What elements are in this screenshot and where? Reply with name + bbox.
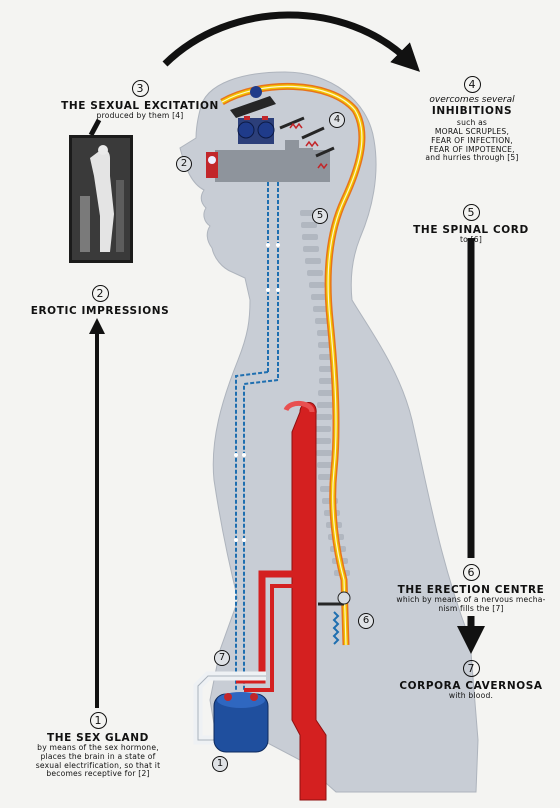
label-corpora-cavernosa: 7 CORPORA CAVERNOSA with blood. <box>398 658 544 701</box>
label-erection-centre: 6 THE ERECTION CENTRE which by means of … <box>388 562 554 614</box>
label-6-line-2: nism fills the [7] <box>388 605 554 614</box>
label-1-line-4: becomes receptive for [2] <box>22 770 174 779</box>
label-4-pre: overcomes several <box>392 95 552 105</box>
label-7-sub: with blood. <box>398 692 544 701</box>
figure-marker-6: 6 <box>358 613 374 629</box>
label-sex-gland: 1 THE SEX GLAND by means of the sex horm… <box>22 710 174 779</box>
figure-marker-7: 7 <box>214 650 230 666</box>
label-sexual-excitation: 3 THE SEXUAL EXCITATION produced by them… <box>55 78 225 121</box>
label-4-line-5: and hurries through [5] <box>392 154 552 163</box>
label-5-sub: to [6] <box>398 236 544 245</box>
label-1-number: 1 <box>90 712 107 729</box>
erotic-picture <box>69 135 133 263</box>
figure-marker-2: 2 <box>176 156 192 172</box>
label-4-title: INHIBITIONS <box>392 105 552 117</box>
label-2-number: 2 <box>92 285 109 302</box>
label-7-number: 7 <box>463 660 480 677</box>
figure-marker-1: 1 <box>212 756 228 772</box>
figure-marker-4: 4 <box>329 112 345 128</box>
label-2-title: EROTIC IMPRESSIONS <box>20 305 180 317</box>
label-spinal-cord: 5 THE SPINAL CORD to [6] <box>398 202 544 245</box>
label-3-sub: produced by them [4] <box>55 112 225 121</box>
arrow-3-to-4 <box>165 15 410 64</box>
label-inhibitions: 4 overcomes several INHIBITIONS such as … <box>392 74 552 163</box>
label-erotic-impressions: 2 EROTIC IMPRESSIONS <box>20 283 180 317</box>
label-4-number: 4 <box>464 76 481 93</box>
label-3-number: 3 <box>132 80 149 97</box>
figure-marker-5: 5 <box>312 208 328 224</box>
label-6-number: 6 <box>463 564 480 581</box>
sex-gland <box>214 692 268 752</box>
link-2-to-3 <box>91 120 99 135</box>
label-5-number: 5 <box>463 204 480 221</box>
